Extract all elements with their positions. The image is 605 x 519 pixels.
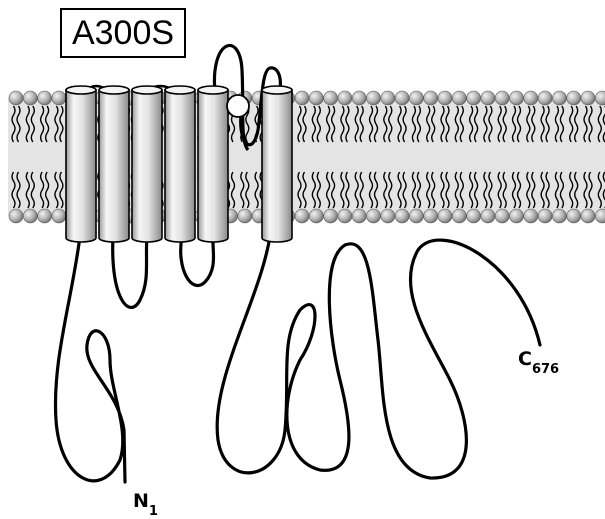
lipid-head xyxy=(467,209,481,223)
lipid-head xyxy=(309,209,323,223)
lipid-head xyxy=(52,209,66,223)
lipid-head xyxy=(438,209,452,223)
lipid-head xyxy=(409,209,423,223)
lipid-head xyxy=(367,91,381,105)
mutation-label: A300S xyxy=(60,8,186,58)
lipid-head xyxy=(581,91,595,105)
lipid-head xyxy=(538,91,552,105)
lipid-head xyxy=(481,91,495,105)
lipid-head xyxy=(381,209,395,223)
lipid-head xyxy=(352,209,366,223)
mutation-site-marker xyxy=(227,95,249,117)
lipid-head xyxy=(395,91,409,105)
lipid-head xyxy=(567,91,581,105)
lipid-head xyxy=(295,209,309,223)
lipid-head xyxy=(452,209,466,223)
lipid-head xyxy=(409,91,423,105)
lipid-head xyxy=(324,91,338,105)
lipid-head xyxy=(524,91,538,105)
lipid-head xyxy=(581,209,595,223)
lipid-head xyxy=(367,209,381,223)
lipid-head xyxy=(23,91,37,105)
lipid-head xyxy=(338,91,352,105)
lipid-head xyxy=(452,91,466,105)
lipid-bilayer-core xyxy=(8,98,605,216)
lipid-head xyxy=(295,91,309,105)
lipid-head xyxy=(9,209,23,223)
lipid-head xyxy=(324,209,338,223)
lipid-head xyxy=(552,91,566,105)
lipid-head xyxy=(52,91,66,105)
tm-helix-2 xyxy=(99,86,129,242)
lipid-head xyxy=(481,209,495,223)
lipid-head xyxy=(395,209,409,223)
lipid-head xyxy=(524,209,538,223)
lipid-head xyxy=(38,91,52,105)
lipid-head xyxy=(38,209,52,223)
lipid-head xyxy=(552,209,566,223)
lipid-head xyxy=(352,91,366,105)
tm-helix-3 xyxy=(132,86,162,242)
cytoplasmic-loop-1 xyxy=(113,236,147,307)
lipid-head xyxy=(510,209,524,223)
lipid-head xyxy=(467,91,481,105)
tm-helix-4 xyxy=(165,86,195,242)
lipid-head xyxy=(9,91,23,105)
tm-helix-6 xyxy=(262,86,292,242)
c-terminal-tail xyxy=(217,236,540,478)
tm-helix-1 xyxy=(66,86,96,242)
lipid-head xyxy=(381,91,395,105)
lipid-head xyxy=(238,209,252,223)
lipid-head xyxy=(338,209,352,223)
lipid-head xyxy=(510,91,524,105)
cytoplasmic-loop-2 xyxy=(181,236,214,285)
lipid-head xyxy=(309,91,323,105)
lipid-head xyxy=(438,91,452,105)
lipid-head xyxy=(424,209,438,223)
lipid-head xyxy=(424,91,438,105)
n-terminus-label: N1 xyxy=(133,490,158,516)
lipid-head xyxy=(538,209,552,223)
tm-helix-5 xyxy=(198,86,228,242)
c-terminus-label: C676 xyxy=(518,348,559,374)
lipid-head xyxy=(23,209,37,223)
lipid-head xyxy=(567,209,581,223)
lipid-head xyxy=(495,209,509,223)
lipid-head xyxy=(495,91,509,105)
